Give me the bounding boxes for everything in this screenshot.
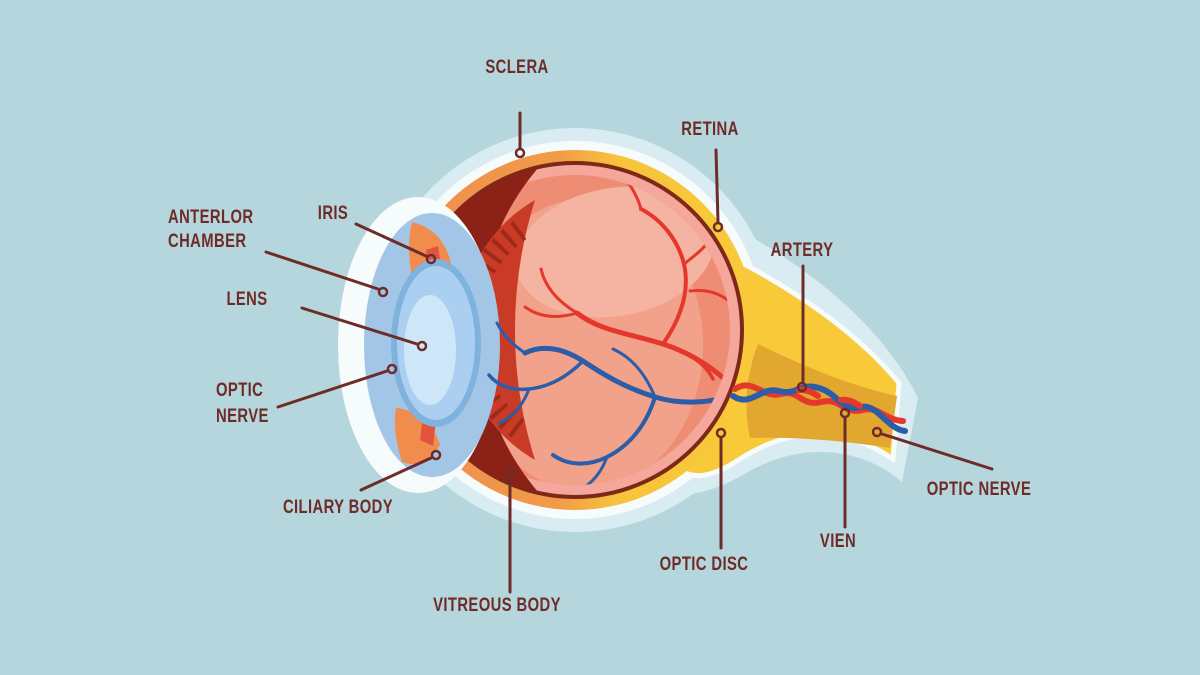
leader-dot-iris [425, 253, 437, 265]
leader-lines [264, 111, 994, 594]
leader-dot-sclera [514, 147, 526, 159]
leader-dot-optic-nerve-right [871, 426, 883, 438]
vitreous-highlights [467, 186, 715, 485]
leader-dot-retina [712, 221, 724, 233]
leader-dot-ciliary-body [430, 449, 442, 461]
optic-nerve-core [746, 344, 897, 448]
artery-vein-twist [730, 382, 908, 434]
iris-wedge-bottom [394, 408, 440, 464]
leader-dot-lens [416, 340, 428, 352]
leader-optic-nerve-left [276, 369, 389, 409]
leader-lens [300, 306, 419, 346]
leader-iris [354, 222, 428, 258]
artery-tree [523, 175, 730, 394]
leader-dot-anterior-chamber [377, 286, 389, 298]
leader-anterior-chamber [264, 250, 380, 291]
leader-retina [714, 148, 720, 224]
lens-core [404, 295, 456, 405]
leader-dot-artery [796, 381, 808, 393]
vitreous-top-highlight [515, 186, 715, 318]
leader-dot-vien [839, 407, 851, 419]
leader-ciliary-body [359, 456, 433, 492]
leader-optic-nerve-right [880, 432, 994, 471]
leader-dot-vitreous-body [504, 467, 516, 479]
leader-dot-optic-nerve-left [386, 363, 398, 375]
leader-dot-optic-disc [715, 427, 727, 439]
retinal-vessels [487, 175, 730, 485]
vein-tree [487, 321, 730, 485]
